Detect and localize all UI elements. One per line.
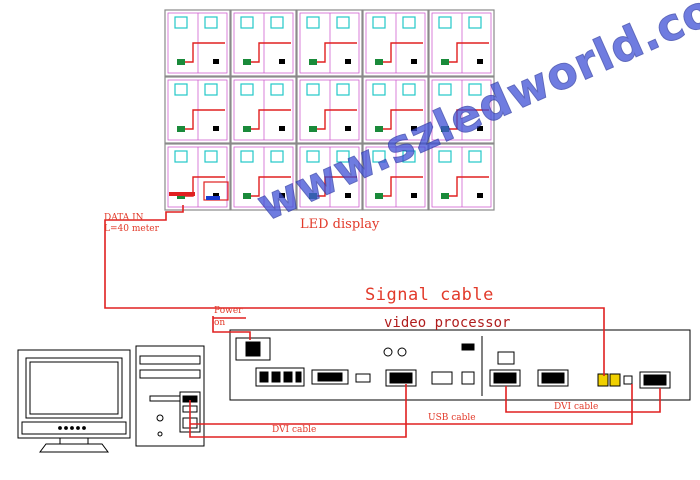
led-panel xyxy=(296,9,363,77)
led-panel xyxy=(428,76,495,144)
video-processor xyxy=(229,329,691,401)
led-panel xyxy=(230,143,297,211)
led-panel xyxy=(296,143,363,211)
usb-cable-label: USB cable xyxy=(428,413,476,423)
led-panel xyxy=(164,9,231,77)
signal-cable-line xyxy=(104,205,605,376)
distance-label: L=40 meter xyxy=(104,224,159,234)
video-processor-label: video processor xyxy=(384,315,511,331)
led-panel xyxy=(164,76,231,144)
power-label-line2: on xyxy=(214,318,226,328)
power-cable-line xyxy=(212,316,251,340)
computer-tower xyxy=(135,345,205,447)
signal-cable-label: Signal cable xyxy=(365,285,494,305)
dvi-cable-left-label: DVI cable xyxy=(272,425,317,435)
dvi-cable-right-label: DVI cable xyxy=(554,402,599,412)
cables xyxy=(104,205,661,438)
led-panel xyxy=(428,143,495,211)
led-panel xyxy=(362,76,429,144)
monitor xyxy=(17,349,131,453)
led-display-label: LED display xyxy=(300,217,380,232)
dvi-cable-right-line xyxy=(505,386,661,413)
led-display-wall xyxy=(164,9,495,211)
led-panel xyxy=(362,9,429,77)
led-panel xyxy=(362,143,429,211)
led-panel xyxy=(428,9,495,77)
led-panel xyxy=(230,76,297,144)
usb-cable-line xyxy=(190,384,633,425)
input-block xyxy=(169,192,195,196)
led-panel xyxy=(296,76,363,144)
input-block xyxy=(206,196,220,200)
dvi-cable-left-line xyxy=(189,384,407,438)
led-panel xyxy=(230,9,297,77)
data-in-label: DATA IN xyxy=(104,213,144,223)
power-label-line1: Power xyxy=(214,306,243,316)
